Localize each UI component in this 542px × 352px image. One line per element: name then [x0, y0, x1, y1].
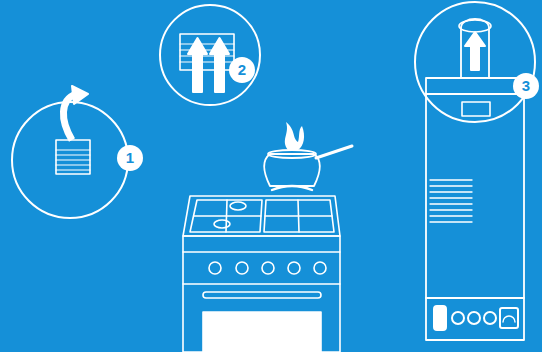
callout-number: 1 [117, 145, 143, 171]
gas-stove [183, 196, 340, 352]
boiler [415, 2, 535, 340]
callout-number: 2 [229, 57, 255, 83]
callout-number: 3 [513, 73, 539, 99]
updraft-icon [160, 5, 260, 105]
pot [264, 122, 352, 190]
extract-icon [12, 86, 128, 218]
